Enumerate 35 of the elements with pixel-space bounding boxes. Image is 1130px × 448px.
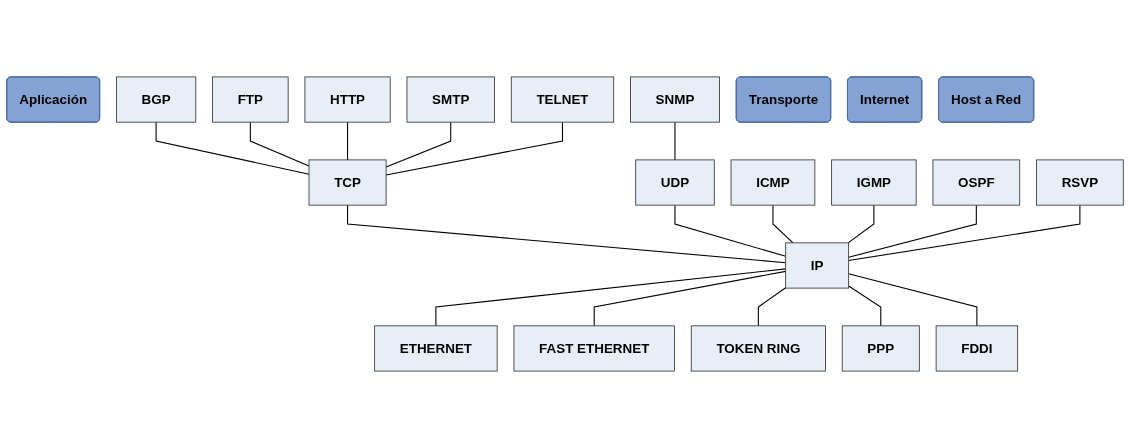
node-box: FDDI — [935, 325, 1019, 372]
node-box: RSVP — [1036, 159, 1124, 206]
connector — [155, 121, 310, 175]
node-box: PPP — [841, 325, 920, 372]
connector — [347, 204, 787, 264]
node-box: FTP — [212, 76, 289, 123]
node-box: IGMP — [831, 159, 917, 206]
node-box: IP — [785, 242, 850, 289]
connector — [848, 204, 1081, 262]
connector — [385, 121, 564, 176]
connector — [674, 204, 787, 257]
connector — [848, 285, 882, 327]
node-box: OSPF — [932, 159, 1021, 206]
connector — [593, 270, 787, 327]
connector — [249, 121, 310, 167]
connector — [848, 204, 977, 258]
node-box: TOKEN RING — [690, 325, 826, 372]
connector — [772, 204, 794, 244]
node-box: ETHERNET — [374, 325, 498, 372]
connector — [347, 121, 349, 161]
connector — [674, 121, 676, 161]
node-box: SMTP — [406, 76, 495, 123]
node-box: HTTP — [304, 76, 391, 123]
node-box: FAST ETHERNET — [513, 325, 675, 372]
connector — [385, 121, 452, 168]
node-box: UDP — [635, 159, 715, 206]
node-box: TELNET — [510, 76, 615, 123]
node-box: ICMP — [730, 159, 816, 206]
node-box: TCP — [308, 159, 387, 206]
connector — [757, 287, 787, 327]
node-box: BGP — [116, 76, 197, 123]
connector — [847, 204, 875, 244]
connector — [848, 273, 978, 327]
node-box: SNMP — [630, 76, 720, 123]
connector — [435, 268, 787, 327]
